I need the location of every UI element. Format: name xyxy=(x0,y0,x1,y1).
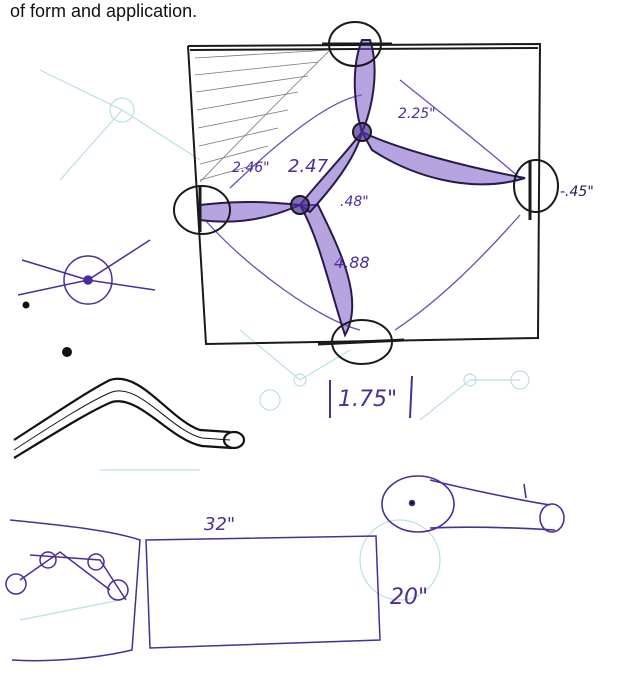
ink-dot xyxy=(62,347,72,357)
wavy-tube-sketch xyxy=(13,377,246,459)
hub-nodes xyxy=(173,21,559,365)
small-node-sketch xyxy=(17,239,156,305)
label-1-75: 1.75" xyxy=(338,387,397,412)
faint-background-sketches xyxy=(19,69,530,621)
label-4-88: 4.88 xyxy=(334,253,370,272)
label-2-25: 2.25" xyxy=(398,106,436,122)
bottom-rectangle xyxy=(5,519,381,662)
caption-text: of form and application. xyxy=(10,1,198,21)
label-48: .48" xyxy=(340,194,369,210)
connector-sketch xyxy=(381,475,565,533)
hatched-corner xyxy=(194,49,331,183)
label-2-46: 2.46" xyxy=(232,160,270,176)
label-2-47: 2.47 xyxy=(288,156,329,177)
ink-dot xyxy=(22,301,30,309)
label-45: -.45" xyxy=(560,184,594,200)
label-32: 32" xyxy=(204,514,235,535)
hub-arms xyxy=(199,39,526,338)
height-dimension: 1.75" xyxy=(329,375,413,419)
dimension-labels: 2.25" 2.46" 2.47 .48" -.45" 4.88 xyxy=(232,106,594,272)
label-20: 20" xyxy=(390,585,428,610)
